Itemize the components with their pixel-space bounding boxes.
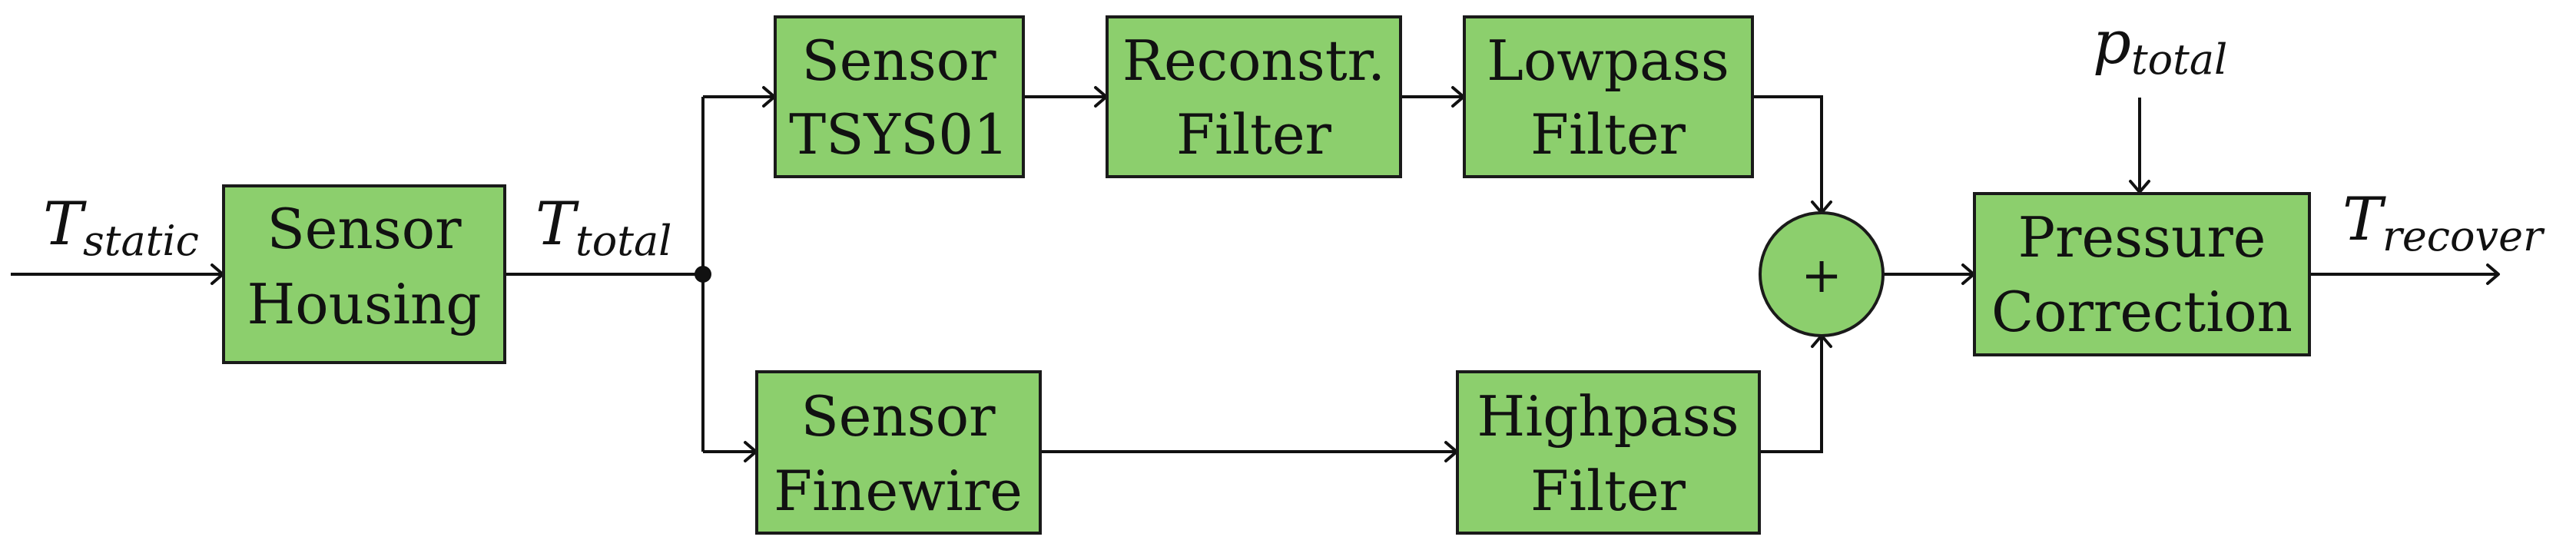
block-sensor-tsys01-line2: TSYS01	[789, 102, 1009, 167]
label-t-static: Tstatic	[43, 190, 199, 265]
block-sensor-finewire-line2: Finewire	[774, 459, 1023, 523]
block-reconstr-filter-line1: Reconstr.	[1122, 28, 1385, 93]
block-lowpass-filter-line1: Lowpass	[1487, 28, 1729, 93]
block-sensor-housing-line1: Sensor	[267, 197, 462, 261]
summing-junction: +	[1759, 211, 1885, 337]
label-t-total: Ttotal	[535, 190, 671, 265]
wire-lowpass-to-sum	[1752, 95, 1823, 213]
block-highpass-filter-line1: Highpass	[1477, 384, 1739, 449]
block-sensor-housing: Sensor Housing	[222, 184, 506, 364]
block-lowpass-filter-line2: Filter	[1530, 102, 1686, 167]
wire-highpass-to-sum	[1759, 336, 1823, 453]
label-t-recover: Trecover	[2342, 185, 2545, 260]
block-sensor-housing-line2: Housing	[247, 272, 482, 336]
block-sensor-tsys01-line1: Sensor	[801, 28, 996, 93]
label-p-total-sub: total	[2131, 35, 2227, 84]
block-highpass-filter-line2: Filter	[1530, 459, 1686, 523]
label-t-total-main: T	[535, 190, 579, 259]
arrowhead-output	[2486, 263, 2500, 285]
label-t-static-sub: static	[83, 217, 199, 265]
block-sensor-finewire: Sensor Finewire	[755, 370, 1042, 535]
summing-junction-symbol: +	[1801, 247, 1842, 304]
label-t-total-sub: total	[575, 217, 671, 265]
label-t-recover-main: T	[2342, 185, 2386, 254]
branch-point	[695, 266, 711, 283]
block-pressure-correction: Pressure Correction	[1973, 192, 2311, 356]
label-p-total: ptotal	[2093, 8, 2227, 84]
label-t-recover-sub: recover	[2382, 212, 2545, 260]
block-sensor-finewire-line1: Sensor	[801, 384, 996, 449]
block-reconstr-filter: Reconstr. Filter	[1106, 15, 1402, 178]
block-pressure-correction-line2: Correction	[1991, 280, 2293, 344]
block-highpass-filter: Highpass Filter	[1456, 370, 1761, 535]
block-pressure-correction-line1: Pressure	[2018, 205, 2266, 270]
block-sensor-tsys01: Sensor TSYS01	[774, 15, 1025, 178]
label-t-static-main: T	[43, 190, 87, 259]
block-reconstr-filter-line2: Filter	[1176, 102, 1332, 167]
label-p-total-main: p	[2093, 8, 2131, 78]
block-lowpass-filter: Lowpass Filter	[1463, 15, 1754, 178]
